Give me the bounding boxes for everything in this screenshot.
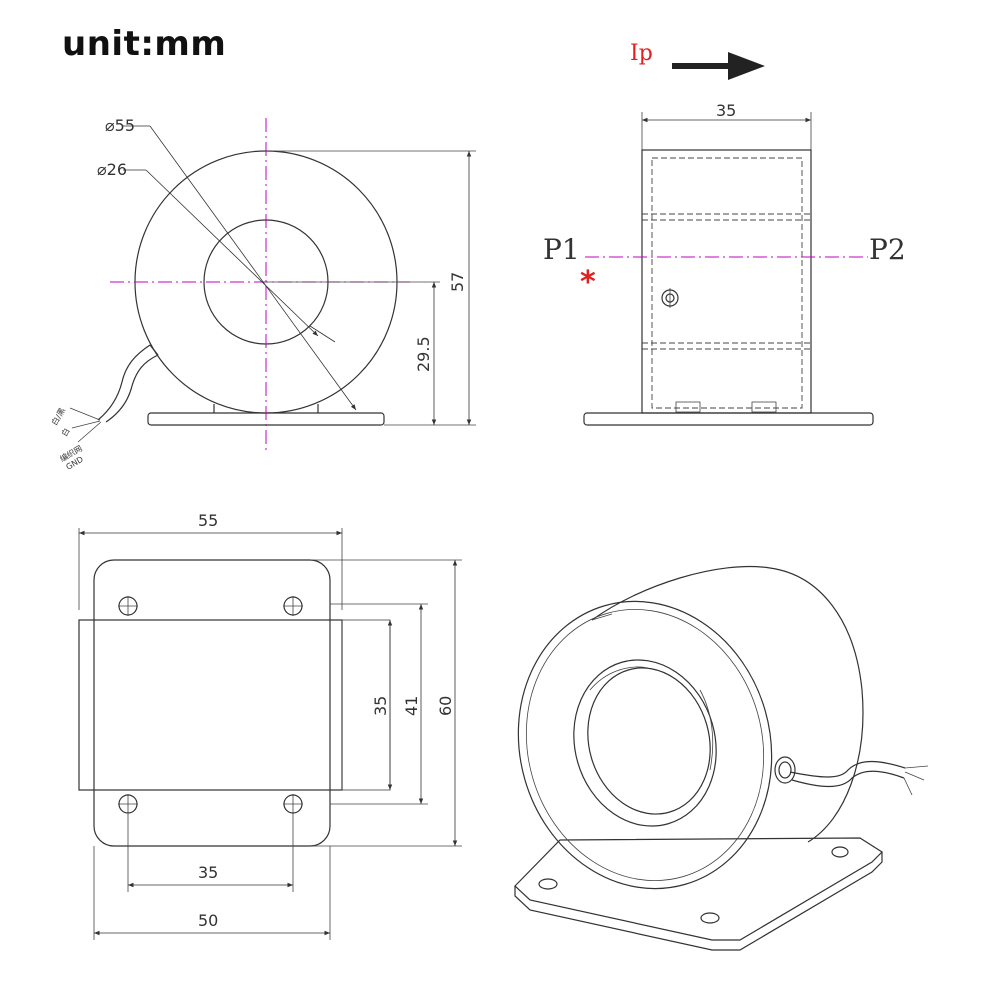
p1-label: P1 bbox=[543, 233, 580, 266]
bottom-base-plate bbox=[93, 559, 331, 847]
iso-cable-icon bbox=[789, 760, 929, 796]
iso-front-face bbox=[517, 600, 773, 890]
side-body bbox=[641, 149, 812, 414]
side-view: 35 P1 P2 * bbox=[543, 101, 906, 426]
mounting-hole-icon bbox=[118, 794, 138, 814]
base-width-label: 50 bbox=[198, 911, 218, 930]
iso-base-plate bbox=[514, 837, 883, 941]
wire-label-1: 白/黑 bbox=[49, 406, 67, 427]
iso-wire-hole-icon bbox=[774, 756, 796, 784]
overall-length-label: 55 bbox=[198, 511, 218, 530]
mounting-hole-icon bbox=[283, 794, 303, 814]
current-arrow-icon bbox=[672, 52, 765, 80]
mounting-hole-icon bbox=[283, 596, 303, 616]
body-width-label: 35 bbox=[371, 696, 390, 716]
unit-label: unit:mm bbox=[62, 24, 227, 64]
current-label: Ip bbox=[630, 41, 653, 66]
hole-spacing-label: 35 bbox=[198, 863, 218, 882]
mounting-hole-icon bbox=[118, 596, 138, 616]
front-view: ⌀55 ⌀26 57 29.5 白/黑 白 编织网 GND bbox=[49, 116, 476, 472]
side-base-plate bbox=[583, 412, 874, 426]
bottom-body bbox=[78, 619, 343, 791]
inner-diameter-label: ⌀26 bbox=[97, 160, 127, 179]
polarity-mark: * bbox=[580, 265, 596, 300]
cable-icon bbox=[69, 344, 159, 443]
outer-diameter-label: ⌀55 bbox=[105, 116, 135, 135]
iso-inner-bore bbox=[573, 659, 717, 827]
height-label: 57 bbox=[448, 272, 467, 292]
wire-label-2: 白 bbox=[59, 426, 72, 438]
center-height-label: 29.5 bbox=[414, 336, 433, 372]
body-with-wire-label: 41 bbox=[402, 696, 421, 716]
isometric-view bbox=[514, 565, 929, 951]
wire-hole-icon bbox=[661, 288, 679, 308]
base-length-label: 60 bbox=[436, 696, 455, 716]
bottom-view: 55 35 41 60 bbox=[78, 511, 462, 940]
p2-label: P2 bbox=[869, 233, 906, 266]
side-width-label: 35 bbox=[716, 101, 736, 120]
